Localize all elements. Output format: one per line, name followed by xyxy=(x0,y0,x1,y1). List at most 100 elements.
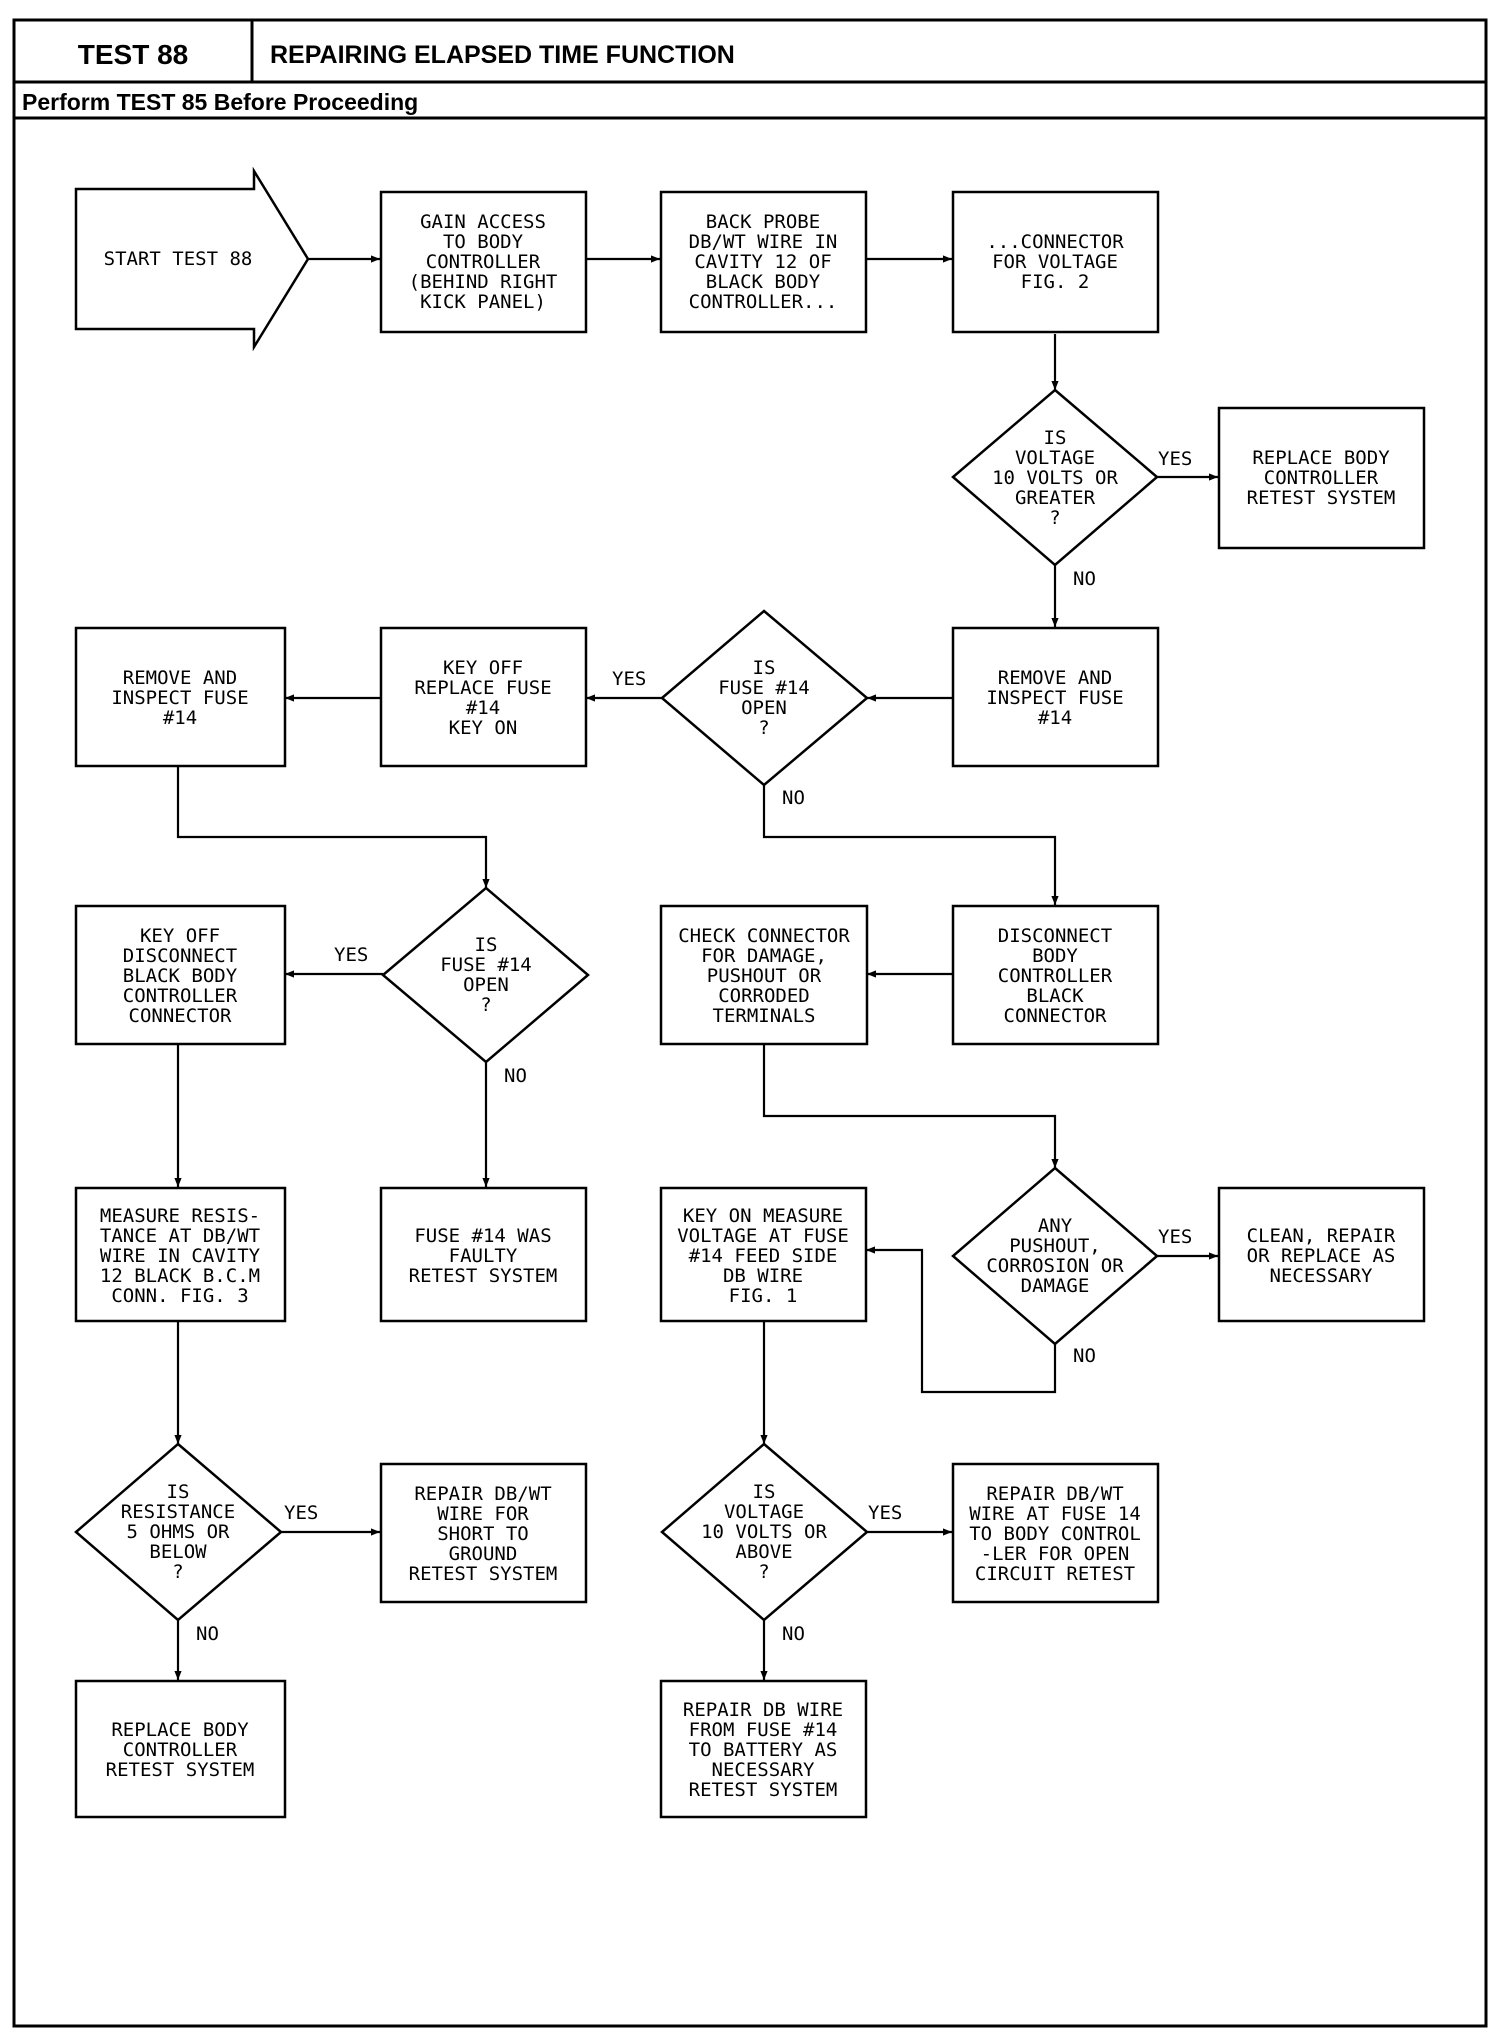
node-text-line: 10 VOLTS OR xyxy=(701,1521,827,1543)
node-text-line: #14 xyxy=(466,697,500,719)
node-text-line: FUSE #14 WAS xyxy=(414,1225,551,1247)
prerequisite-note: Perform TEST 85 Before Proceeding xyxy=(22,89,418,115)
key-on-measure-box xyxy=(659,1186,868,1323)
node-text-line: START TEST 88 xyxy=(104,248,253,270)
edge-inspect-left-to-fuse-decision-2 xyxy=(176,767,490,888)
node-text-line: INSPECT FUSE xyxy=(986,687,1123,709)
node-text-line: FAULTY xyxy=(449,1245,518,1267)
label-voltage-above-yes: YES xyxy=(868,1502,902,1524)
node-text-line: BELOW xyxy=(149,1541,207,1563)
node-text-line: WIRE IN CAVITY xyxy=(100,1245,261,1267)
node-text-line: IS xyxy=(753,657,776,679)
node-text-line: CHECK CONNECTOR xyxy=(678,925,850,947)
node-text-line: ? xyxy=(172,1561,183,1583)
node-text-line: TERMINALS xyxy=(713,1005,816,1027)
node-text-line: GREATER xyxy=(1015,487,1096,509)
node-text-line: REMOVE AND xyxy=(998,667,1112,689)
repair-db-battery-box xyxy=(659,1679,868,1819)
node-text-line: CONNECTOR xyxy=(1004,1005,1108,1027)
node-text-line: GROUND xyxy=(449,1543,518,1565)
node-text-line: FROM FUSE #14 xyxy=(689,1719,838,1741)
edge-fuse-decision-1-no xyxy=(762,785,1059,905)
node-text-line: GAIN ACCESS xyxy=(420,211,546,233)
node-text-line: INSPECT FUSE xyxy=(111,687,248,709)
node-text-line: TO BODY xyxy=(443,231,524,253)
node-text-line: BLACK BODY xyxy=(123,965,238,987)
label-resistance-no: NO xyxy=(196,1623,219,1645)
node-text-line: KEY ON MEASURE xyxy=(683,1205,843,1227)
node-text-line: WIRE FOR xyxy=(437,1503,529,1525)
edge-check-to-pushout-decision xyxy=(762,1044,1059,1168)
node-text-line: REPAIR DB/WT xyxy=(414,1483,551,1505)
node-text-line: CAVITY 12 OF xyxy=(694,251,831,273)
node-text-line: RETEST SYSTEM xyxy=(409,1563,558,1585)
node-text-line: TO BODY CONTROL xyxy=(969,1523,1141,1545)
label-fuse-1-yes: YES xyxy=(612,668,646,690)
node-text-line: CIRCUIT RETEST xyxy=(975,1563,1135,1585)
label-fuse-1-no: NO xyxy=(782,787,805,809)
key-off-disconnect-box xyxy=(74,904,287,1046)
node-text-line: KEY OFF xyxy=(443,657,523,679)
node-text-line: BACK PROBE xyxy=(706,211,820,233)
fuse-open-decision-2 xyxy=(381,886,590,1064)
node-text-line: RETEST SYSTEM xyxy=(1247,487,1396,509)
test-number: TEST 88 xyxy=(78,39,188,70)
node-text-line: PUSHOUT OR xyxy=(707,965,822,987)
node-text-line: #14 xyxy=(163,707,197,729)
node-text-line: BLACK xyxy=(1026,985,1084,1007)
node-text-line: ABOVE xyxy=(735,1541,792,1563)
node-text-line: KEY ON xyxy=(449,717,518,739)
label-voltage-yes: YES xyxy=(1158,448,1192,470)
label-pushout-yes: YES xyxy=(1158,1226,1192,1248)
node-text-line: FUSE #14 xyxy=(440,954,532,976)
node-text-line: CORROSION OR xyxy=(986,1255,1124,1277)
node-text-line: REPLACE BODY xyxy=(1252,447,1390,469)
edge-pushout-no xyxy=(866,1246,1057,1394)
node-text-line: SHORT TO xyxy=(437,1523,529,1545)
node-text-line: 5 OHMS OR xyxy=(127,1521,231,1543)
page-title: REPAIRING ELAPSED TIME FUNCTION xyxy=(270,41,735,69)
node-text-line: DISCONNECT xyxy=(998,925,1112,947)
node-text-line: DAMAGE xyxy=(1021,1275,1090,1297)
node-text-line: ANY xyxy=(1038,1215,1073,1237)
node-text-line: RETEST SYSTEM xyxy=(106,1759,255,1781)
label-voltage-above-no: NO xyxy=(782,1623,805,1645)
node-text-line: CONTROLLER xyxy=(123,985,238,1007)
node-text-line: VOLTAGE AT FUSE xyxy=(677,1225,849,1247)
node-text-line: REMOVE AND xyxy=(123,667,237,689)
node-text-line: OPEN xyxy=(741,697,787,719)
node-text-line: OR REPLACE AS xyxy=(1247,1245,1396,1267)
node-text-line: CONTROLLER xyxy=(123,1739,238,1761)
label-fuse-2-yes: YES xyxy=(334,944,368,966)
node-text-line: TANCE AT DB/WT xyxy=(100,1225,260,1247)
node-text-line: BLACK BODY xyxy=(706,271,821,293)
node-text-line: NECESSARY xyxy=(712,1759,816,1781)
node-text-line: RETEST SYSTEM xyxy=(689,1779,838,1801)
node-text-line: ? xyxy=(758,1561,769,1583)
fuse-open-decision-1 xyxy=(660,609,869,787)
node-text-line: 12 BLACK B.C.M xyxy=(100,1265,260,1287)
measure-resistance-box xyxy=(74,1186,287,1323)
node-text-line: FIG. 1 xyxy=(729,1285,798,1307)
node-text-line: IS xyxy=(1044,427,1067,449)
node-text-line: ...CONNECTOR xyxy=(986,231,1124,253)
node-text-line: CONN. FIG. 3 xyxy=(111,1285,248,1307)
node-text-line: CLEAN, REPAIR xyxy=(1247,1225,1396,1247)
node-text-line: -LER FOR OPEN xyxy=(981,1543,1130,1565)
node-text-line: CONNECTOR xyxy=(129,1005,233,1027)
node-text-line: ? xyxy=(1049,507,1060,529)
label-voltage-no: NO xyxy=(1073,568,1096,590)
node-text-line: VOLTAGE xyxy=(724,1501,804,1523)
